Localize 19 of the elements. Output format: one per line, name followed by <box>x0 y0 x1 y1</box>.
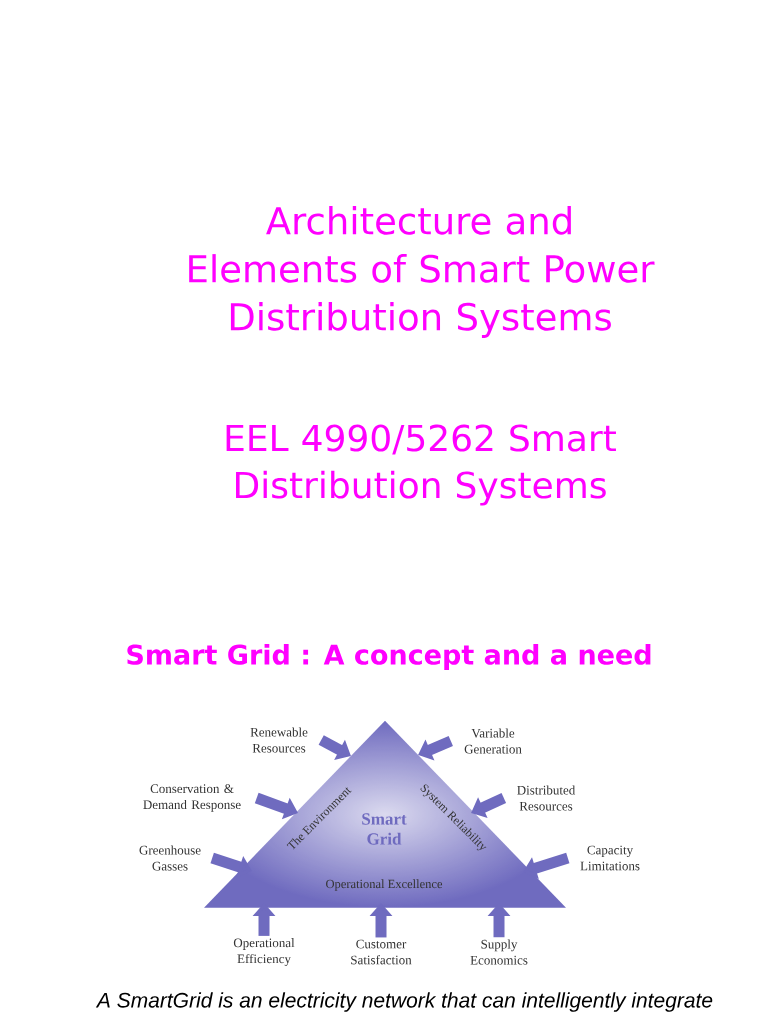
block-arrow <box>523 852 570 880</box>
factor-label: Supply Economics <box>470 939 528 965</box>
factor-label: Greenhouse Gasses <box>139 845 201 871</box>
factor-label: Distributed Resources <box>517 785 576 811</box>
heading: Smart Grid : A concept and a need <box>127 643 651 671</box>
subtitle: EEL 4990/5262 Smart Distribution Systems <box>226 424 616 506</box>
caption-text: A SmartGrid is an electricity network that can intelligently integrate <box>95 992 713 1012</box>
block-arrow <box>471 793 507 818</box>
block-arrow <box>418 735 453 761</box>
block-arrow <box>318 735 351 760</box>
factor-label: Conservation & Demand Response <box>143 784 241 812</box>
base-label: Operational Excellence <box>326 879 443 891</box>
factor-label: Renewable Resources <box>250 727 308 753</box>
factor-label: Variable Generation <box>464 728 522 754</box>
triangle-title: Smart Grid <box>362 813 407 845</box>
title: Architecture and Elements of Smart Power Distribution Systems <box>189 206 655 338</box>
factor-label: Operational Efficiency <box>233 938 295 966</box>
factor-label: Capacity Limitations <box>580 845 640 871</box>
factor-label: Customer Satisfaction <box>351 939 412 965</box>
